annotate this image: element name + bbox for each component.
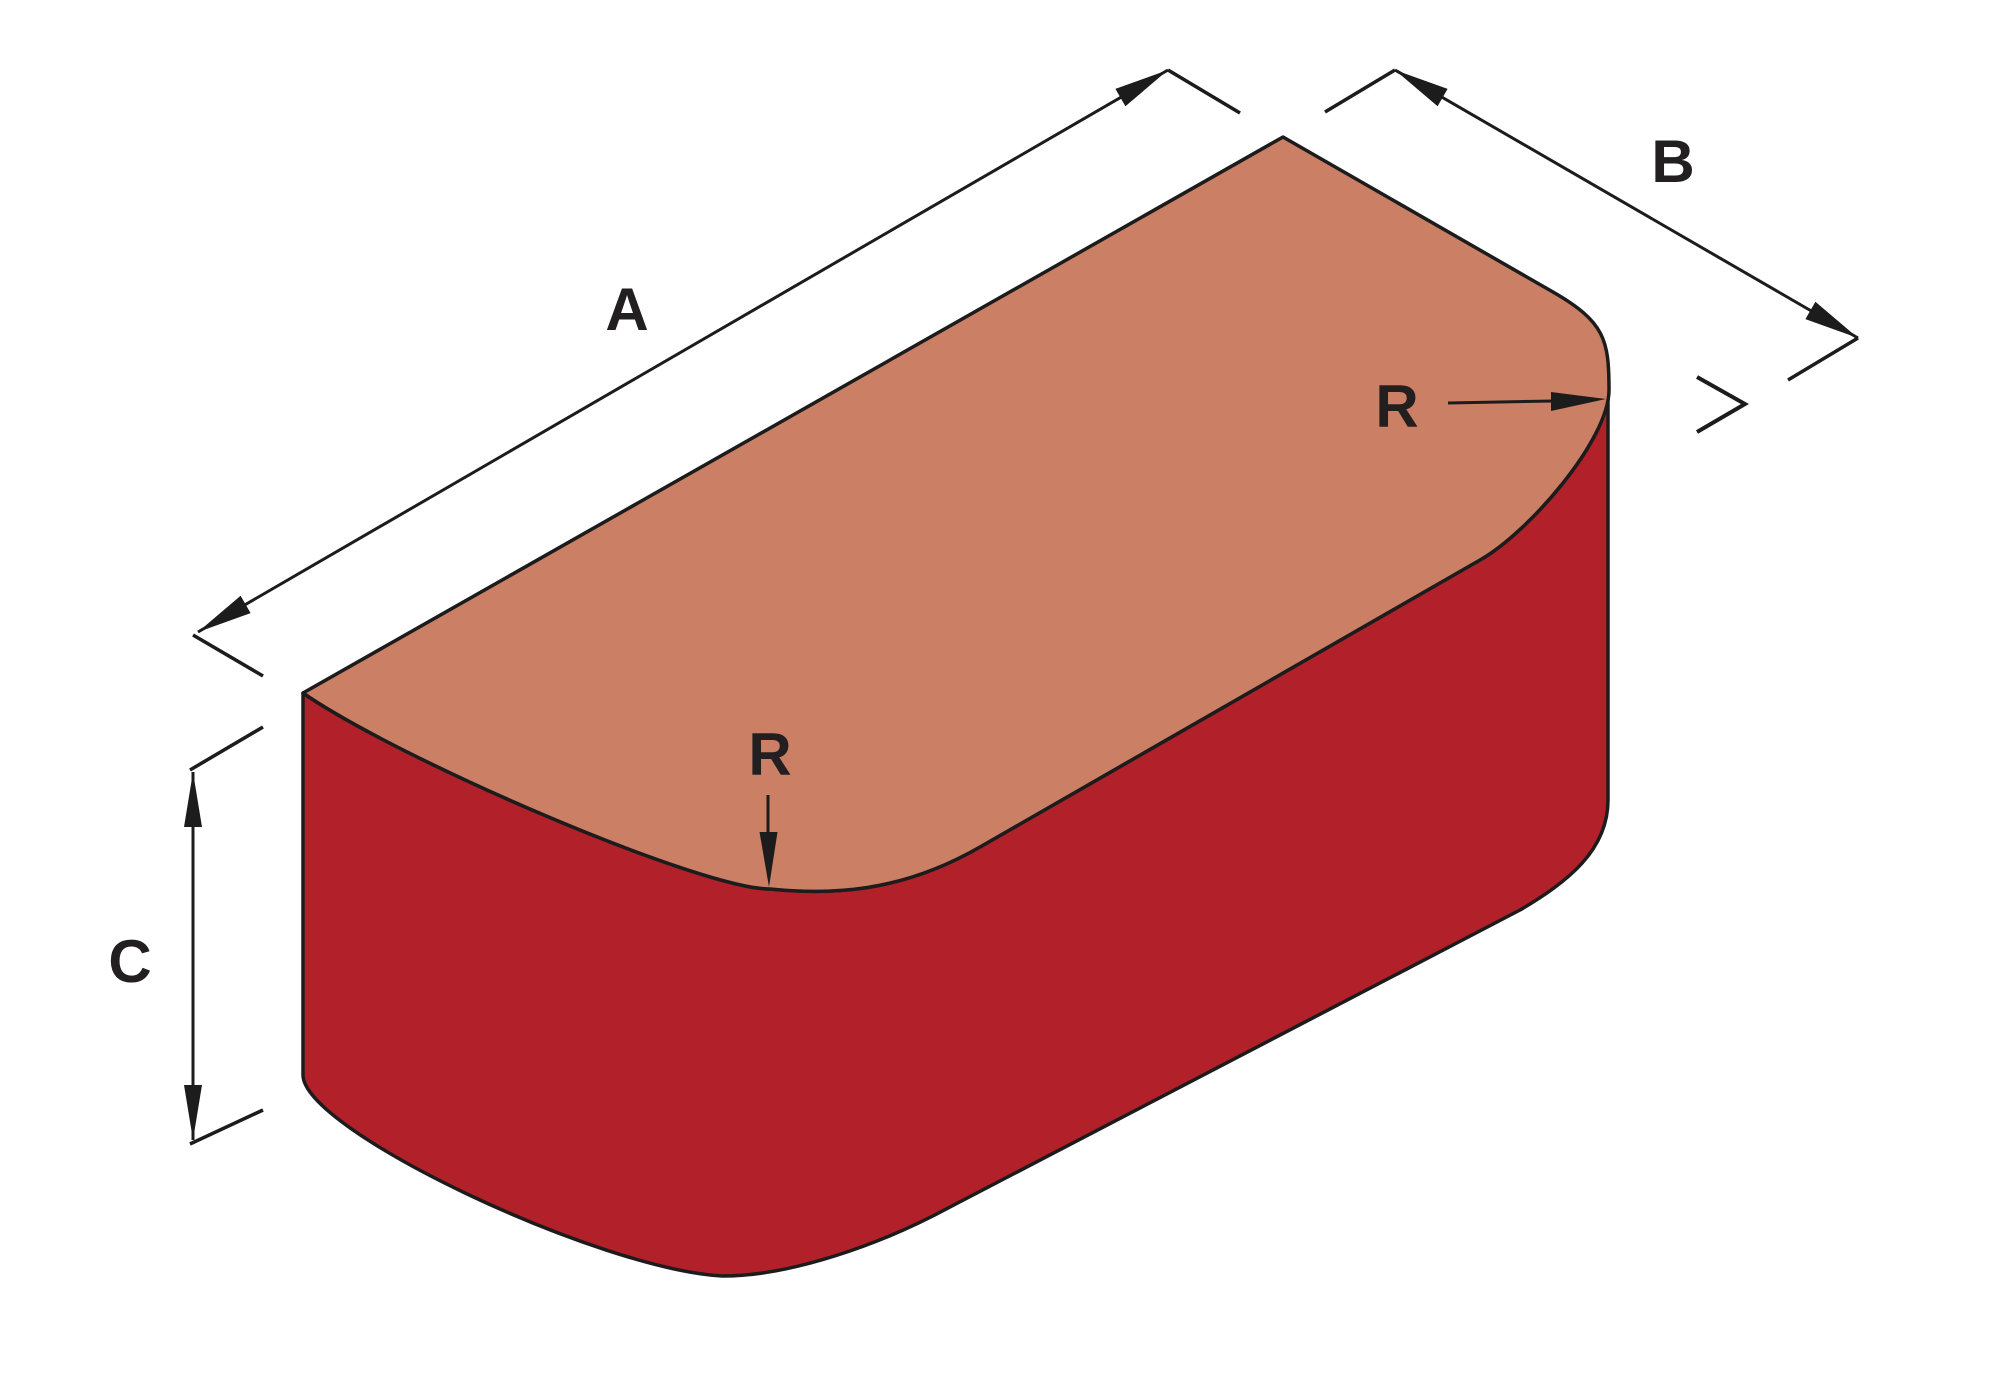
dimension-c-extension-top (189, 725, 264, 772)
dimension-c-extension-bottom (189, 1108, 264, 1146)
radius-end-label: R (1375, 373, 1418, 440)
dimension-c-arrowhead-top (184, 772, 202, 827)
radius-callout-end-corner: R (1375, 373, 1606, 440)
dimension-a-line (197, 68, 1169, 634)
dimension-a-extension-left (192, 633, 264, 678)
dimension-a-label: A (605, 276, 648, 343)
dimension-b-extension-right (1787, 336, 1859, 382)
dimension-b-label: B (1651, 128, 1694, 195)
dimension-b: B (1324, 68, 1859, 434)
radius-end-arrowhead (1551, 392, 1606, 411)
dimension-b-line (1394, 68, 1859, 340)
dimension-a: A (192, 68, 1241, 678)
dimension-a-arrowhead-right (1115, 70, 1168, 107)
dimension-a-extension-right (1167, 68, 1241, 115)
dimension-c: C (108, 725, 264, 1146)
radius-front-label: R (748, 721, 791, 788)
dimension-b-extension-left (1324, 68, 1396, 114)
radius-front-arrowhead (759, 832, 778, 887)
corner-tangent-chevron-mark (1695, 375, 1750, 434)
radius-callout-front-corner: R (748, 721, 792, 887)
dimension-b-arrowhead-left (1395, 70, 1448, 107)
dimension-b-arrowhead-right (1805, 301, 1858, 338)
dimension-a-arrowhead-left (198, 595, 251, 632)
dimension-c-arrowhead-bottom (184, 1085, 202, 1140)
radius-end-leader-line (1447, 399, 1554, 405)
dimension-c-label: C (108, 928, 151, 995)
brick-top-face (301, 135, 1611, 894)
